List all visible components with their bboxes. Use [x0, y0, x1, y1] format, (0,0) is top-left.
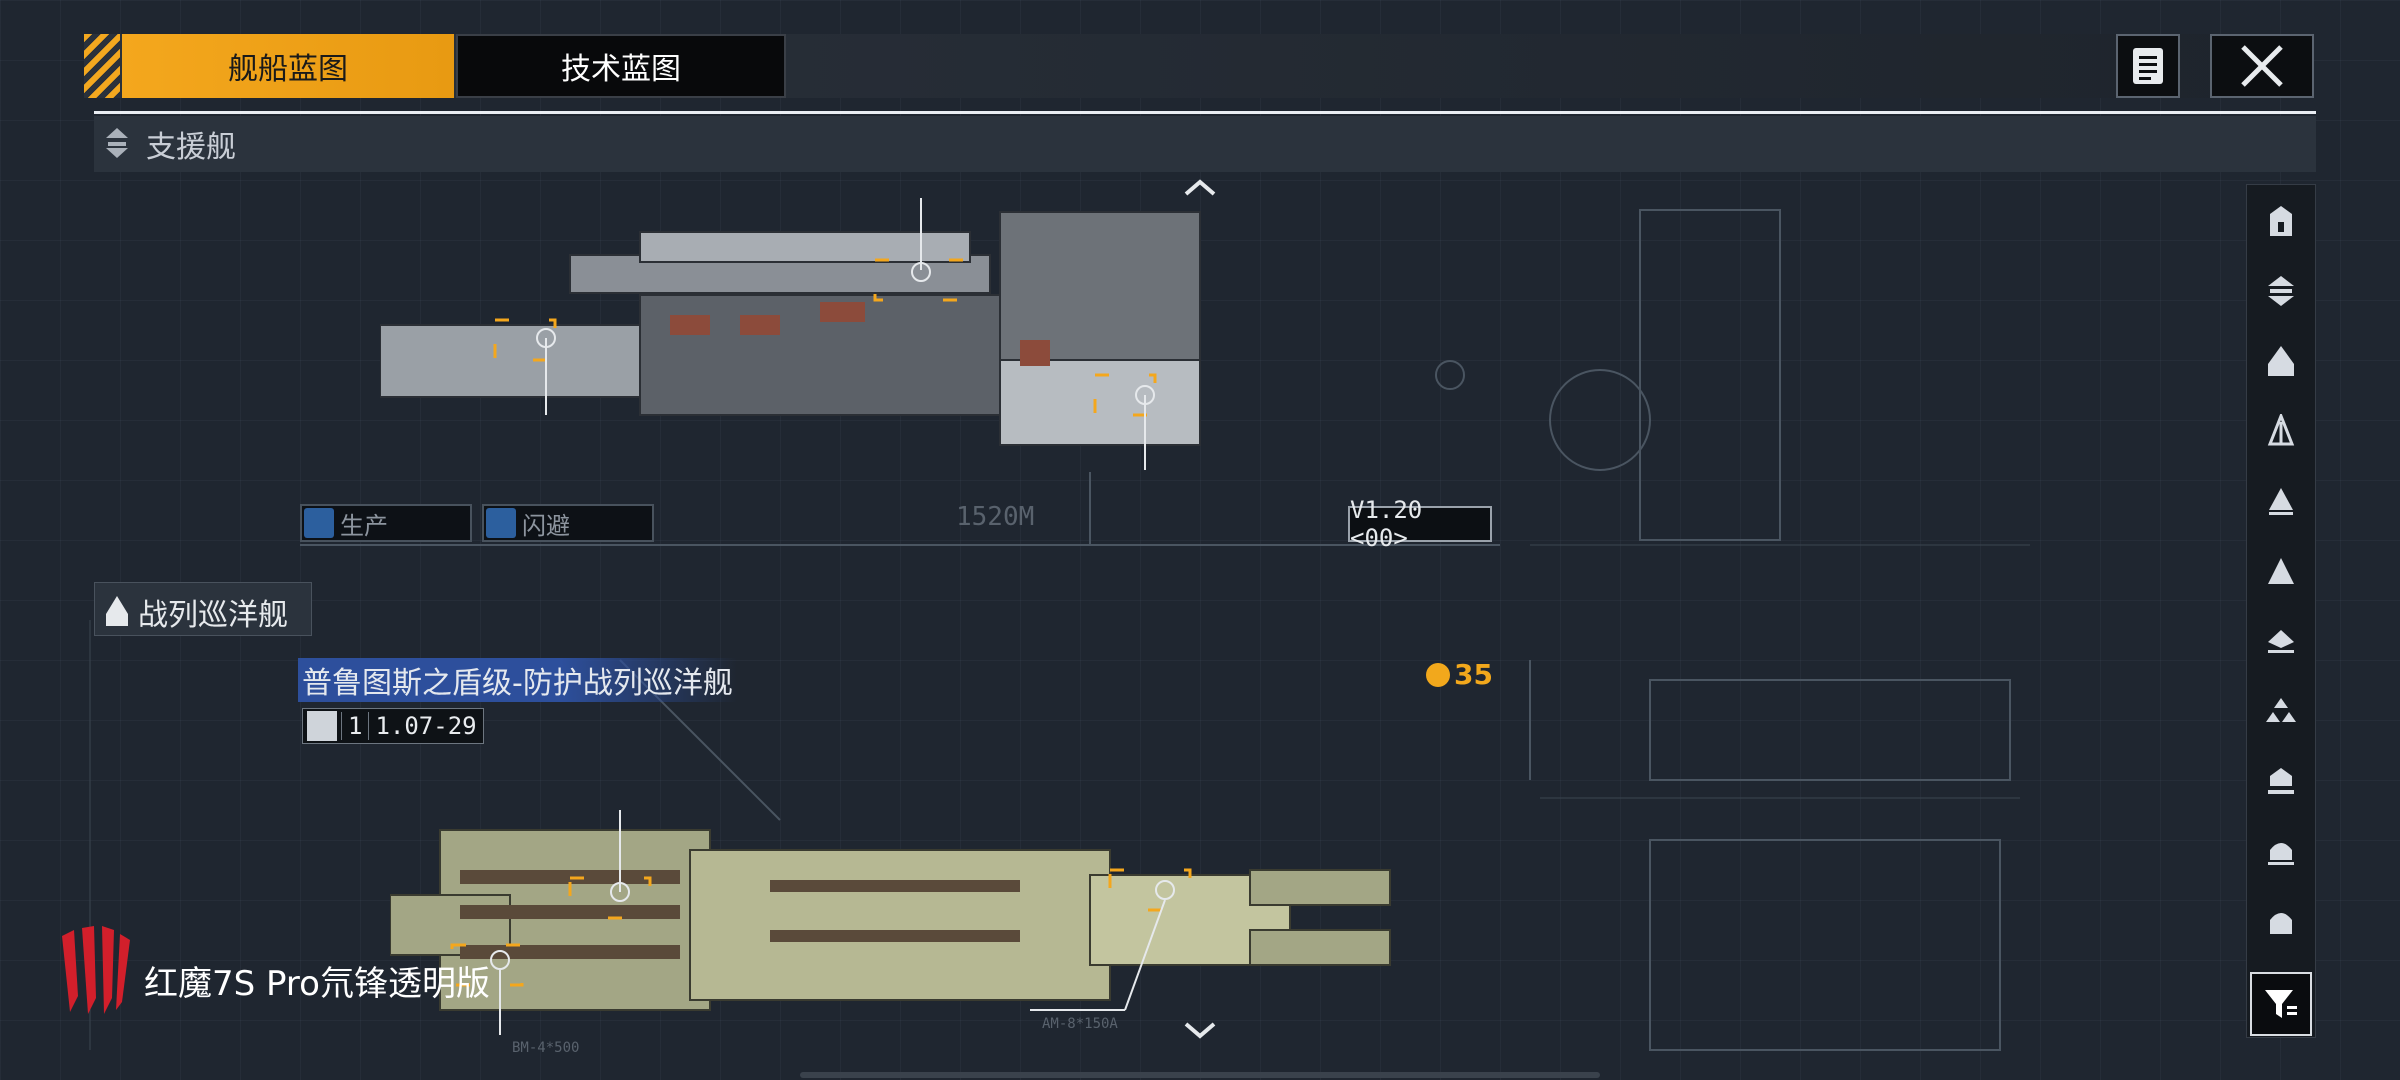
heavy-ship-icon	[2268, 768, 2294, 794]
section-header-support[interactable]	[94, 116, 2316, 172]
dreadnought-icon	[2268, 843, 2294, 865]
tab-tech-blueprints[interactable]: 技术蓝图	[456, 34, 786, 98]
rank-value: 1.07-29	[375, 712, 477, 740]
destroyer-icon	[2269, 488, 2293, 515]
filter-cruiser[interactable]	[2256, 546, 2306, 596]
rank-number: 1	[341, 712, 370, 740]
top-tab-bar	[84, 34, 2314, 98]
cost-value: 35	[1454, 658, 1493, 691]
tag-evasion-label: 闪避	[522, 511, 570, 540]
version-badge: V1.20 <00>	[1348, 496, 1492, 552]
scroll-down-chevron-icon[interactable]	[1182, 1018, 1218, 1044]
support-ship-icon	[2268, 276, 2294, 306]
ship-length-label: 1520M	[956, 502, 1035, 532]
battlecruiser-class-icon	[106, 596, 128, 626]
section-divider	[94, 111, 2316, 114]
hazard-stripe-decoration	[84, 34, 120, 98]
filter-auxiliary[interactable]	[2256, 686, 2306, 736]
close-button[interactable]	[2210, 34, 2314, 98]
carrier-icon	[2270, 206, 2292, 236]
home-indicator[interactable]	[800, 1072, 1600, 1078]
support-ship-blueprint	[380, 198, 1201, 470]
section-title-support: 支援舰	[146, 130, 236, 165]
device-watermark: 红魔7S Pro氘锋透明版	[144, 964, 490, 1004]
auxiliary-icon	[2266, 698, 2296, 722]
brand-logo-icon	[62, 926, 130, 1014]
filter-capital[interactable]	[2256, 896, 2306, 946]
rank-emblem-icon	[307, 711, 337, 741]
battlecruiser-icon	[2268, 346, 2294, 376]
filter-frigate[interactable]	[2256, 406, 2306, 456]
scroll-up-chevron-icon[interactable]	[1182, 176, 1218, 202]
frigate-icon	[2267, 414, 2295, 446]
corvette-icon	[2268, 630, 2294, 653]
cost-icon	[1426, 662, 1450, 687]
filter-toggle-button[interactable]	[2250, 972, 2312, 1036]
weapon-label-bm: BM-4*500	[512, 1040, 580, 1056]
filter-dreadnought[interactable]	[2256, 826, 2306, 876]
ship-rank-badge: 1 1.07-29	[302, 708, 484, 744]
section-title-battlecruiser: 战列巡洋舰	[138, 598, 288, 633]
section-header-battlecruiser[interactable]	[94, 582, 312, 636]
list-button[interactable]	[2116, 34, 2180, 98]
filter-carrier[interactable]	[2256, 196, 2306, 246]
tab-ship-blueprints[interactable]: 舰船蓝图	[122, 34, 454, 98]
battlecruiser-blueprint	[390, 810, 1391, 1035]
support-ship-class-icon	[106, 128, 128, 158]
filter-battlecruiser[interactable]	[2256, 336, 2306, 386]
close-icon	[2241, 45, 2283, 87]
capital-icon	[2270, 913, 2292, 934]
filter-icon	[2265, 990, 2297, 1018]
tag-production-label: 生产	[340, 511, 388, 540]
ship-class-filter-bar	[2246, 184, 2316, 1038]
filter-destroyer[interactable]	[2256, 476, 2306, 526]
filter-support[interactable]	[2256, 266, 2306, 316]
filter-heavy-ship[interactable]	[2256, 756, 2306, 806]
filter-corvette[interactable]	[2256, 616, 2306, 666]
weapon-label-am: AM-8*150A	[1042, 1016, 1118, 1032]
list-icon	[2133, 48, 2163, 84]
ship-name[interactable]: 普鲁图斯之盾级-防护战列巡洋舰	[298, 658, 737, 702]
cruiser-icon	[2268, 558, 2294, 584]
tag-production: 生产	[300, 504, 472, 542]
tag-evasion: 闪避	[482, 504, 654, 542]
production-icon	[304, 508, 334, 538]
ship-cost: 35	[1426, 658, 1493, 691]
evasion-icon	[486, 508, 516, 538]
